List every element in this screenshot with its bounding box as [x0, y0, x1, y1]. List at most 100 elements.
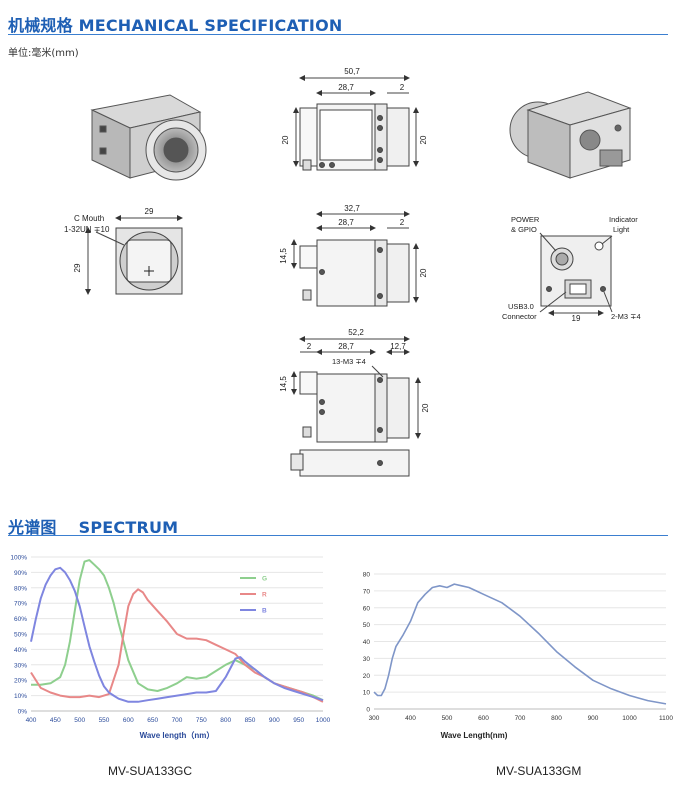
series-line-b [30, 566, 324, 703]
x-tick-label: 750 [196, 717, 207, 724]
mechanical-title: 机械规格 MECHANICAL SPECIFICATION [8, 16, 343, 35]
y-tick-label: 70% [14, 601, 27, 608]
x-tick-label: 1000 [316, 717, 331, 724]
color-chart-xlabel: Wave length（nm） [140, 730, 215, 740]
mechanical-divider [8, 34, 668, 35]
x-tick-label: 950 [293, 717, 304, 724]
y-tick-label: 80 [363, 572, 371, 579]
legend-label-g: G [262, 576, 267, 583]
thread-label: 1-32UN ∓10 [64, 225, 110, 234]
x-tick-label: 400 [26, 717, 37, 724]
unit-label: 单位:毫米(mm) [8, 48, 79, 59]
y-tick-label: 70 [363, 588, 371, 595]
side-overall-dim: 32,7 [344, 204, 360, 213]
y-tick-label: 0 [366, 707, 370, 714]
bottom-view-drawing [290, 336, 421, 477]
mono-chart-ticks: 0 10 20 30 40 50 60 70 80 300 400 500 600 700 800 900 10… [363, 572, 674, 723]
side-height-right: 20 [419, 268, 428, 277]
power-label-2: & GPIO [511, 225, 537, 234]
mono-chart-grid [374, 573, 666, 710]
y-tick-label: 60 [363, 605, 371, 612]
bottom-body-dim: 28,7 [338, 342, 354, 351]
x-tick-label: 500 [74, 717, 85, 724]
mount-label: C Mouth [74, 214, 104, 223]
power-label-1: POWER [511, 215, 540, 224]
rear-spacing-dim: 19 [572, 314, 581, 323]
y-tick-label: 90% [14, 570, 27, 577]
usb-label-1: USB3.0 [508, 302, 534, 311]
front-view-drawing [85, 215, 183, 295]
mono-chart-xlabel: Wave Length(nm) [441, 731, 508, 740]
indicator-label-1: Indicator [609, 215, 638, 224]
y-tick-label: 20 [363, 673, 371, 680]
top-body-dim: 28,7 [338, 83, 354, 92]
y-tick-label: 30 [363, 656, 371, 663]
y-tick-label: 10 [363, 690, 371, 697]
x-tick-label: 1000 [622, 715, 637, 722]
bottom-height-left: 14,5 [279, 376, 288, 392]
series-line-0 [373, 583, 667, 705]
top-height-right: 20 [419, 135, 428, 144]
top-view-drawing [293, 75, 419, 171]
side-body-dim: 28,7 [338, 218, 354, 227]
legend-label-r: R [262, 592, 267, 599]
rear-screws-label: 2-M3 ∓4 [611, 312, 641, 321]
y-tick-label: 40% [14, 647, 27, 654]
color-chart-series [30, 559, 324, 703]
x-tick-label: 800 [551, 715, 562, 722]
y-tick-label: 30% [14, 662, 27, 669]
x-tick-label: 900 [588, 715, 599, 722]
usb-label-2: Connector [502, 312, 537, 321]
y-tick-label: 20% [14, 678, 27, 685]
color-chart-legend: G R B [240, 576, 267, 615]
indicator-label-2: Light [613, 225, 630, 234]
x-tick-label: 400 [405, 715, 416, 722]
y-tick-label: 40 [363, 639, 371, 646]
x-tick-label: 850 [245, 717, 256, 724]
x-tick-label: 700 [172, 717, 183, 724]
x-tick-label: 650 [147, 717, 158, 724]
bottom-overall-dim: 52,2 [348, 328, 364, 337]
side-view-drawing [291, 211, 419, 307]
x-tick-label: 600 [123, 717, 134, 724]
bottom-holes-label: 13-M3 ∓4 [332, 357, 366, 366]
x-tick-label: 800 [220, 717, 231, 724]
side-offset-dim: 2 [400, 218, 405, 227]
x-tick-label: 900 [269, 717, 280, 724]
top-overall-dim: 50,7 [344, 67, 360, 76]
color-chart-ticks: 0% 10% 20% 30% 40% 50% 60% 70% 80% 90% 100% 400 450 5… [10, 555, 330, 725]
y-tick-label: 60% [14, 616, 27, 623]
y-tick-label: 80% [14, 585, 27, 592]
y-tick-label: 50 [363, 622, 371, 629]
y-tick-label: 10% [14, 693, 27, 700]
x-tick-label: 550 [99, 717, 110, 724]
camera-3d-front [90, 94, 207, 181]
x-tick-label: 300 [369, 715, 380, 722]
bottom-height-right: 20 [421, 403, 430, 412]
x-tick-label: 600 [478, 715, 489, 722]
top-height-left: 20 [281, 135, 290, 144]
y-tick-label: 0% [18, 709, 28, 716]
y-tick-label: 100% [10, 555, 27, 562]
camera-3d-rear [509, 91, 632, 179]
side-height-left: 14,5 [279, 248, 288, 264]
bottom-right-dim: 12,7 [390, 342, 406, 351]
x-tick-label: 1100 [659, 715, 673, 722]
rear-view-drawing [539, 232, 613, 316]
x-tick-label: 500 [442, 715, 453, 722]
front-height-dim: 29 [73, 263, 82, 272]
x-tick-label: 450 [50, 717, 61, 724]
x-tick-label: 700 [515, 715, 526, 722]
bottom-left-dim: 2 [307, 342, 312, 351]
front-width-dim: 29 [145, 207, 154, 216]
legend-label-b: B [262, 608, 267, 615]
spectrum-divider [8, 535, 668, 536]
color-chart-grid [31, 556, 323, 712]
mono-chart-series [373, 583, 667, 705]
spectrum-title-cn: 光谱图 [8, 518, 57, 537]
y-tick-label: 50% [14, 632, 27, 639]
